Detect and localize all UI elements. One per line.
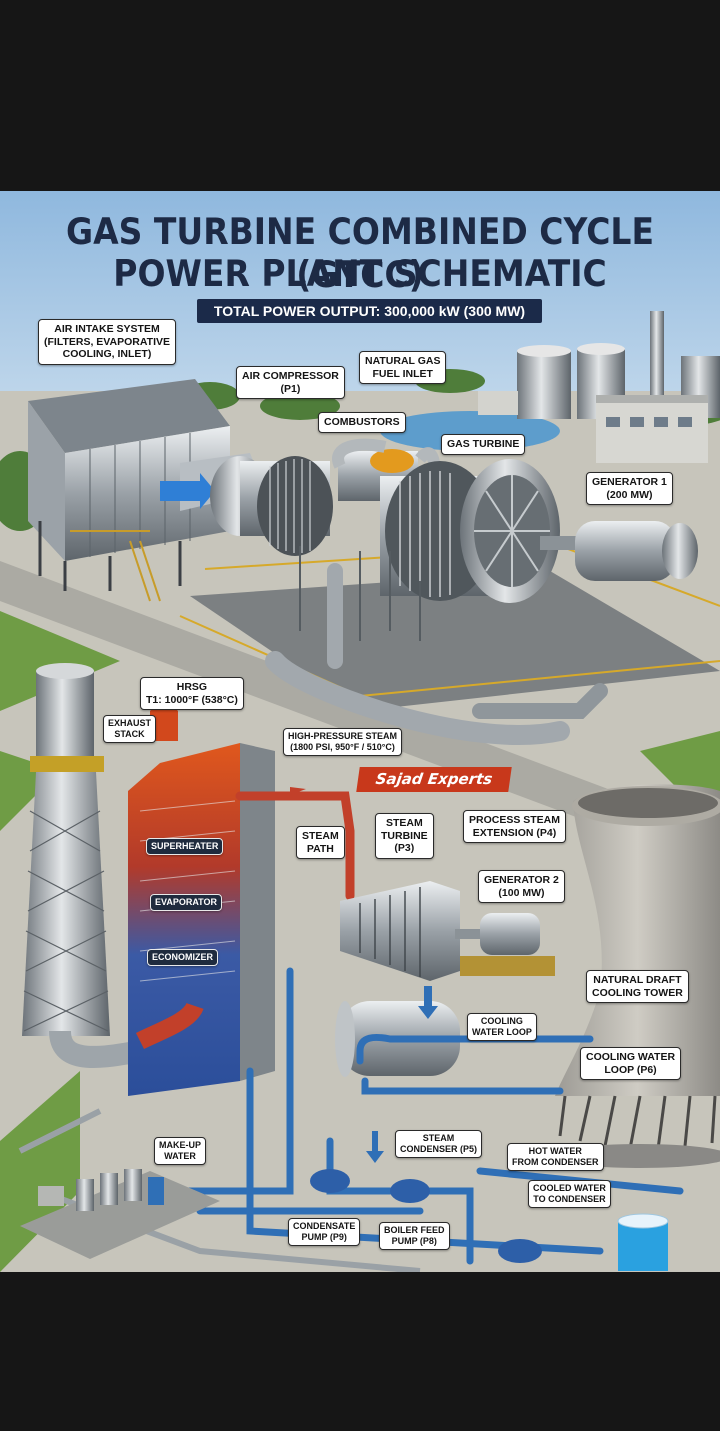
label-cooled-water: COOLED WATER TO CONDENSER [528,1180,611,1208]
label-cooling-loop-p6: COOLING WATER LOOP (P6) [580,1047,682,1080]
label-air-intake: AIR INTAKE SYSTEM (FILTERS, EVAPORATIVE … [38,319,177,365]
label-steam-condenser: STEAM CONDENSER (P5) [395,1130,483,1158]
label-generator1: GENERATOR 1 (200 MW) [586,472,673,505]
label-hot-water: HOT WATER FROM CONDENSER [507,1143,604,1171]
plant-illustration [0,191,720,1272]
label-hrsg: HRSG T1: 1000°F (538°C) [140,677,244,710]
label-exhaust-stack: EXHAUST STACK [103,715,157,743]
label-superheater: SUPERHEATER [146,838,224,855]
label-makeup-water: MAKE-UP WATER [154,1137,206,1165]
label-combustors: COMBUSTORS [318,412,406,433]
page-subtitle: POWER PLANT SCHEMATIC [113,252,607,295]
label-condensate-pump: CONDENSATE PUMP (P9) [288,1218,361,1246]
label-cooling-tower: NATURAL DRAFT COOLING TOWER [586,970,689,1003]
label-evaporator: EVAPORATOR [150,894,223,911]
label-economizer: ECONOMIZER [147,949,219,966]
label-natural-gas: NATURAL GAS FUEL INLET [359,351,447,384]
bottom-black-bar [0,1272,720,1431]
top-black-bar [0,0,720,191]
label-boiler-feed-pump: BOILER FEED PUMP (P8) [379,1222,450,1250]
page-title: GAS TURBINE COMBINED CYCLE (GTCC) [66,210,654,296]
label-gas-turbine: GAS TURBINE [441,434,526,455]
label-cooling-loop: COOLING WATER LOOP [467,1013,537,1041]
brand-watermark: Sajad Experts [356,767,512,792]
total-output-banner: TOTAL POWER OUTPUT: 300,000 kW (300 MW) [197,299,542,323]
label-hp-steam: HIGH-PRESSURE STEAM (1800 PSI, 950°F / 5… [283,728,403,756]
label-generator2: GENERATOR 2 (100 MW) [478,870,565,903]
label-air-compressor: AIR COMPRESSOR (P1) [236,366,345,399]
label-process-steam: PROCESS STEAM EXTENSION (P4) [463,810,567,843]
label-steam-path: STEAM PATH [296,826,345,859]
label-steam-turbine: STEAM TURBINE (P3) [375,813,434,859]
